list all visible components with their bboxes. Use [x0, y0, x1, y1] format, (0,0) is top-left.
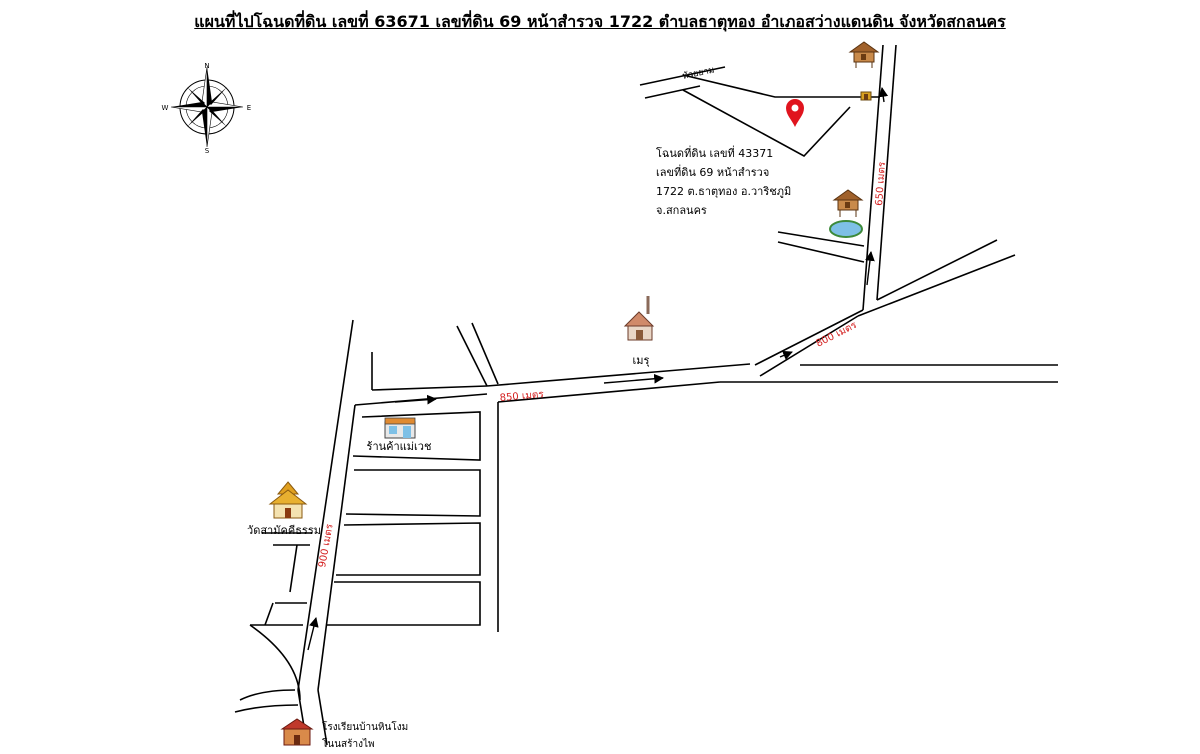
- crematorium-icon: [623, 296, 655, 341]
- school-label-line1: โรงเรียนบ้านหินโงม: [322, 720, 408, 733]
- temple-icon: [268, 481, 308, 519]
- compass-n: N: [204, 62, 209, 70]
- parcel-info-line1: โฉนดที่ดิน เลขที่ 43371: [656, 147, 774, 160]
- parcel-info: โฉนดที่ดิน เลขที่ 43371 เลขที่ดิน 69 หน้…: [656, 144, 791, 220]
- location-pin-icon: [786, 99, 804, 127]
- parcel-info-line2: เลขที่ดิน 69 หน้าสำรวจ: [656, 166, 770, 179]
- road-arrow-icon: [307, 87, 889, 651]
- road-distance-850: 850 เมตร: [499, 389, 545, 404]
- stilt-house-icon: [848, 41, 880, 68]
- pond-icon: [829, 220, 863, 238]
- school-icon: [280, 718, 314, 746]
- compass-e: E: [247, 104, 251, 112]
- compass-s: S: [205, 147, 210, 155]
- temple-label: วัดสามัคคีธรรม: [247, 524, 321, 537]
- school-label-line2: โนนสร้างไพ: [322, 737, 375, 750]
- shop-label: ร้านค้าแม่เวช: [367, 440, 432, 453]
- compass-rose-icon: N E S W: [162, 62, 252, 155]
- shop-icon: [384, 417, 416, 439]
- meru-label: เมรุ: [633, 354, 650, 367]
- stilt-house-icon: [832, 189, 864, 217]
- parcel-info-line3: 1722 ต.ธาตุทอง อ.วาริชภูมิ: [656, 185, 792, 198]
- small-shrine-icon: [860, 91, 872, 101]
- compass-w: W: [162, 104, 169, 112]
- road-distance-650: 650 เมตร: [874, 161, 888, 206]
- map-title: แผนที่ไปโฉนดที่ดิน เลขที่ 63671 เลขที่ดิ…: [194, 12, 1006, 31]
- road-network: [234, 44, 1058, 746]
- parcel-info-line4: จ.สกลนคร: [656, 204, 707, 217]
